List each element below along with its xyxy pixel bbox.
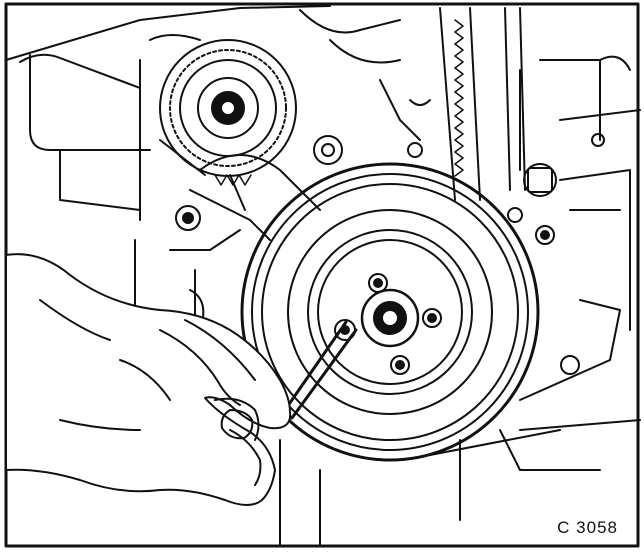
tensioner-pulley (149, 34, 297, 211)
lower-housing (279, 429, 601, 547)
bolts (175, 133, 605, 375)
timing-belt (189, 7, 526, 241)
figure-code-label: C 3058 (555, 518, 620, 538)
hand (5, 253, 292, 506)
engine-block (5, 5, 641, 547)
